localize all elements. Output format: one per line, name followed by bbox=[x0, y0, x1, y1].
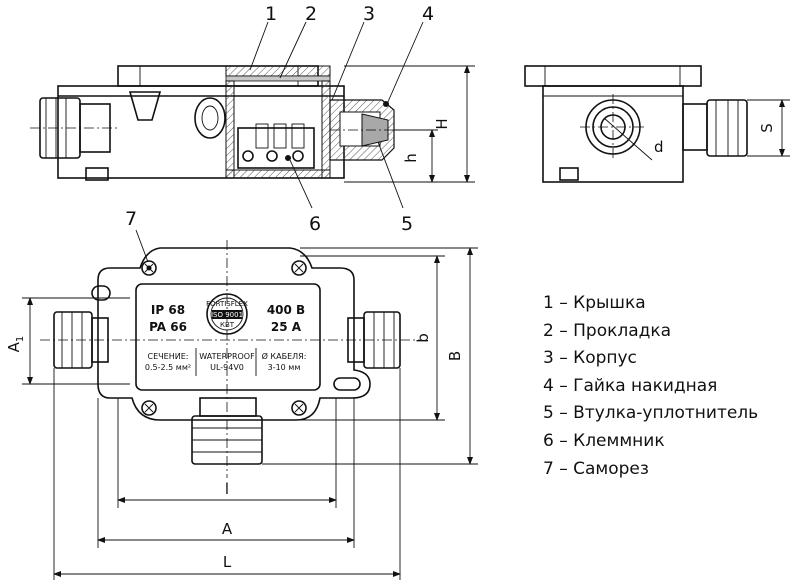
dim-b-label: b bbox=[414, 333, 432, 343]
legend-item-cap-nut: 4 – Гайка накидная bbox=[543, 375, 718, 396]
dim-A1-main: A bbox=[5, 341, 23, 352]
label-current: 25 A bbox=[271, 320, 302, 334]
top-view: IP 68 PA 66 400 B 25 A FORTISFLEX ISO 90… bbox=[40, 229, 420, 478]
iso-logo bbox=[206, 293, 248, 335]
front-section-view: H h bbox=[30, 21, 475, 209]
dim-A1-label: A1 bbox=[5, 336, 26, 353]
waterproof-title: WATERPROOF bbox=[199, 352, 255, 361]
dim-A-label: A bbox=[222, 520, 233, 538]
legend-item-housing: 3 – Корпус bbox=[543, 348, 637, 369]
legend-item-screw: 7 – Саморез bbox=[543, 458, 649, 479]
cable-value: 3-10 мм bbox=[268, 363, 301, 372]
dim-H-label: H bbox=[433, 118, 451, 129]
logo-top: FORTISFLEX bbox=[206, 300, 248, 308]
logo-bottom: КВТ bbox=[220, 321, 235, 329]
callout-7: 7 bbox=[125, 208, 137, 230]
dim-h-label: h bbox=[402, 153, 420, 163]
dim-L-label: L bbox=[223, 553, 232, 571]
dim-d-label: d bbox=[654, 138, 664, 156]
dim-S-label: S bbox=[758, 123, 776, 133]
legend-item-terminal-block: 6 – Клеммник bbox=[543, 430, 665, 451]
legend-item-cover: 1 – Крышка bbox=[543, 293, 646, 313]
callout-2: 2 bbox=[305, 3, 317, 25]
dim-A1-sub: 1 bbox=[15, 336, 26, 342]
dim-B-label: B bbox=[446, 351, 464, 361]
label-ip: IP 68 bbox=[151, 303, 185, 317]
callout-labels: 1 2 3 4 5 6 7 bbox=[125, 3, 434, 235]
cable-title: Ø КАБЕЛЯ: bbox=[262, 351, 307, 361]
side-view: S d bbox=[524, 65, 790, 183]
label-voltage: 400 B bbox=[267, 303, 305, 317]
callout-4: 4 bbox=[422, 3, 434, 25]
dim-l-label: l bbox=[225, 480, 229, 498]
label-material: PA 66 bbox=[149, 320, 187, 334]
section-value: 0.5-2.5 мм² bbox=[145, 363, 191, 372]
top-view-dimensions: A1 b B l A L bbox=[5, 247, 478, 580]
waterproof-value: UL-94V0 bbox=[210, 363, 244, 372]
logo-mid: ISO 9001 bbox=[211, 311, 243, 319]
legend-item-seal-sleeve: 5 – Втулка-уплотнитель bbox=[543, 403, 759, 424]
parts-legend: 1 – Крышка 2 – Прокладка 3 – Корпус 4 – … bbox=[543, 290, 758, 483]
legend-item-gasket: 2 – Прокладка bbox=[543, 320, 672, 341]
callout-3: 3 bbox=[363, 3, 375, 25]
section-title: СЕЧЕНИЕ: bbox=[148, 352, 189, 361]
callout-6: 6 bbox=[309, 213, 321, 235]
callout-5: 5 bbox=[401, 213, 413, 235]
callout-1: 1 bbox=[265, 3, 277, 25]
